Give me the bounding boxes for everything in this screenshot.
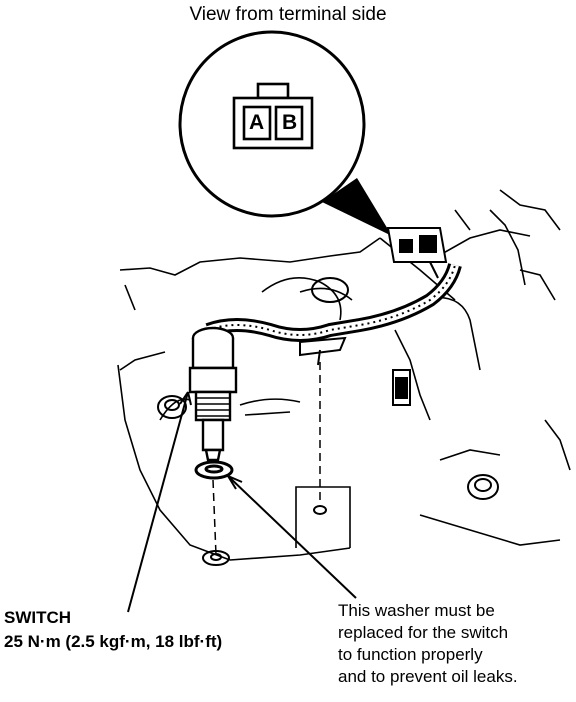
- terminal-b-label: B: [282, 111, 298, 134]
- view-title: View from terminal side: [189, 4, 387, 25]
- torque-spec: 25 N·m (2.5 kgf·m, 18 lbf·ft): [4, 632, 223, 651]
- washer-note-line: to function properly: [338, 645, 483, 664]
- sensor-connector: [392, 369, 411, 406]
- harness-connector: [386, 227, 448, 279]
- oil-pressure-switch: [188, 326, 238, 462]
- sealing-washer: [194, 460, 234, 480]
- switch-leader-line: [127, 391, 192, 613]
- washer-leader-line: [227, 475, 357, 599]
- installation-center-line: [212, 362, 321, 556]
- switch-label: SWITCH: [4, 608, 72, 627]
- washer-note-line: This washer must be: [338, 601, 495, 620]
- washer-note: This washer must be replaced for the swi…: [338, 600, 518, 688]
- engine-housing: [117, 189, 571, 561]
- terminal-connector-icon: [232, 82, 314, 150]
- terminal-a-label: A: [249, 111, 265, 134]
- washer-note-line: and to prevent oil leaks.: [338, 667, 518, 686]
- wiring-harness: [205, 263, 462, 366]
- washer-note-line: replaced for the switch: [338, 623, 509, 642]
